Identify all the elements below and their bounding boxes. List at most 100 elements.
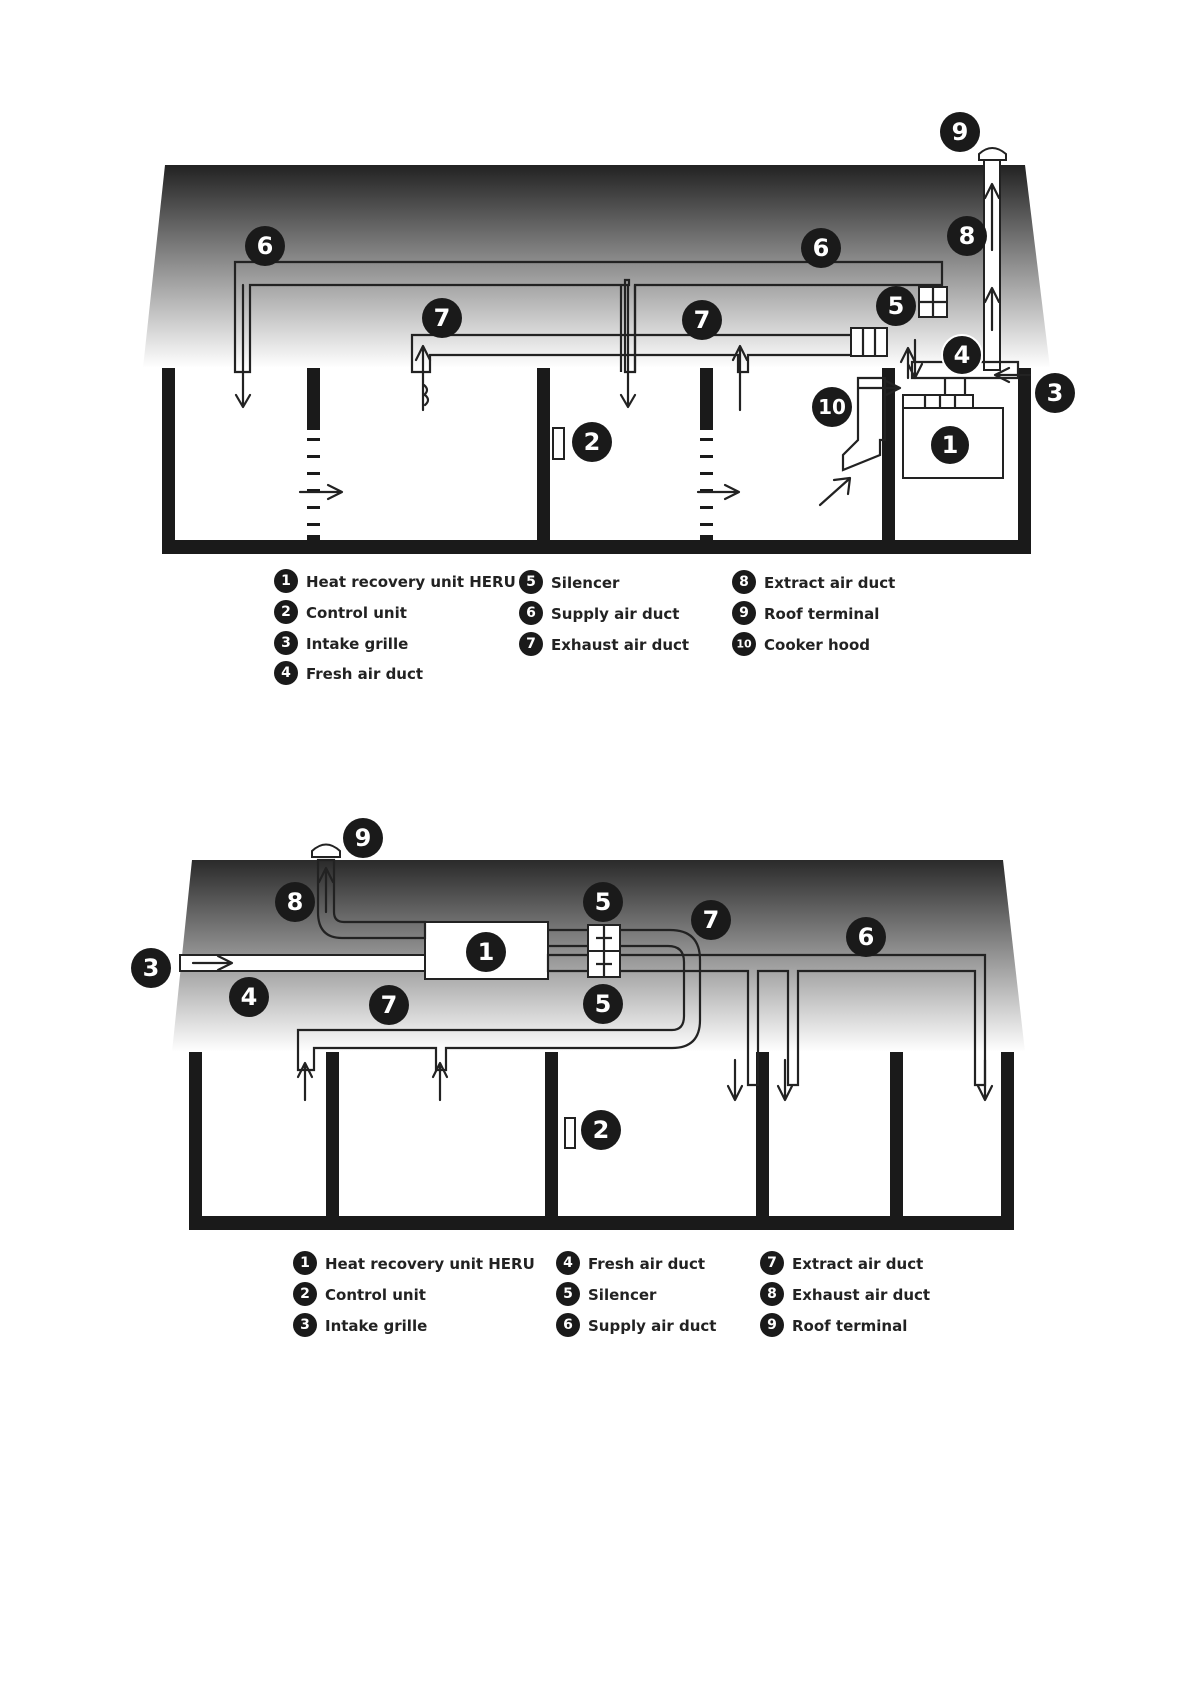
svg-text:Supply air duct: Supply air duct: [551, 605, 679, 623]
svg-text:Silencer: Silencer: [551, 574, 620, 592]
svg-text:4: 4: [281, 665, 291, 681]
top-walls: [162, 368, 1031, 554]
svg-text:4: 4: [563, 1255, 573, 1271]
bottom-extract-duct: [296, 928, 702, 1072]
svg-text:9: 9: [355, 824, 372, 852]
svg-text:5: 5: [526, 574, 536, 590]
svg-text:7: 7: [526, 636, 536, 652]
svg-text:1: 1: [300, 1255, 310, 1271]
bottom-callout-5b: 5: [583, 984, 623, 1024]
bottom-callout-6: 6: [846, 917, 886, 957]
svg-text:9: 9: [739, 605, 749, 621]
svg-text:3: 3: [300, 1317, 310, 1333]
top-legend-item-7: 7 Exhaust air duct: [519, 632, 689, 656]
top-callout-2: 2: [572, 422, 612, 462]
svg-text:Control unit: Control unit: [325, 1286, 426, 1304]
bottom-legend-item-4: 4 Fresh air duct: [556, 1251, 705, 1275]
svg-text:Silencer: Silencer: [588, 1286, 657, 1304]
top-legend-item-10: 10 Cooker hood: [732, 632, 870, 656]
bottom-legend: 1 Heat recovery unit HERU 2 Control unit 3…: [293, 1251, 930, 1337]
svg-text:5: 5: [563, 1286, 573, 1302]
svg-text:Cooker hood: Cooker hood: [764, 636, 870, 654]
top-callout-6b: 6: [801, 228, 841, 268]
svg-text:6: 6: [257, 232, 274, 260]
top-callout-9: 9: [940, 112, 980, 152]
svg-text:Extract air duct: Extract air duct: [792, 1255, 923, 1273]
bottom-callout-5a: 5: [583, 882, 623, 922]
svg-text:5: 5: [595, 990, 612, 1018]
svg-text:6: 6: [813, 234, 830, 262]
top-legend-item-8: 8 Extract air duct: [732, 570, 895, 594]
svg-text:Exhaust air duct: Exhaust air duct: [551, 636, 689, 654]
svg-text:5: 5: [595, 888, 612, 916]
svg-text:9: 9: [767, 1317, 777, 1333]
svg-text:Exhaust air duct: Exhaust air duct: [792, 1286, 930, 1304]
svg-text:5: 5: [888, 292, 905, 320]
bottom-supply-duct: [546, 953, 987, 1087]
svg-text:2: 2: [281, 604, 291, 620]
top-callout-1: 1: [929, 424, 971, 466]
svg-text:3: 3: [143, 954, 160, 982]
top-callout-5: 5: [876, 286, 916, 326]
bottom-walls: [189, 1052, 1014, 1230]
bottom-legend-item-3: 3 Intake grille: [293, 1313, 427, 1337]
svg-text:Heat recovery unit HERU: Heat recovery unit HERU: [325, 1255, 535, 1273]
bottom-control-unit: [564, 1117, 576, 1149]
svg-text:7: 7: [694, 306, 711, 334]
svg-text:7: 7: [434, 304, 451, 332]
bottom-callout-4: 4: [229, 977, 269, 1017]
bottom-legend-item-9: 9 Roof terminal: [760, 1313, 907, 1337]
svg-text:2: 2: [584, 428, 601, 456]
bottom-callout-1: 1: [466, 932, 506, 972]
svg-text:2: 2: [300, 1286, 310, 1302]
svg-text:10: 10: [818, 395, 846, 419]
top-callout-10: 10: [812, 387, 852, 427]
bottom-legend-item-5: 5 Silencer: [556, 1282, 657, 1306]
svg-text:Extract air duct: Extract air duct: [764, 574, 895, 592]
svg-text:8: 8: [959, 222, 976, 250]
bottom-roof-terminal: [311, 843, 341, 858]
bottom-callout-2: 2: [581, 1110, 621, 1150]
svg-text:1: 1: [281, 573, 291, 589]
svg-text:7: 7: [381, 991, 398, 1019]
svg-text:9: 9: [952, 118, 969, 146]
bottom-airflow-arrows: [191, 866, 994, 1102]
bottom-callouts: 1 2 3 4 5 5 6 7 7 8 9: [131, 818, 886, 1150]
svg-text:Fresh air duct: Fresh air duct: [306, 665, 423, 683]
svg-text:3: 3: [1047, 379, 1064, 407]
top-callout-8: 8: [947, 216, 987, 256]
svg-text:7: 7: [703, 906, 720, 934]
svg-text:Fresh air duct: Fresh air duct: [588, 1255, 705, 1273]
svg-text:10: 10: [736, 638, 752, 651]
top-supply-duct: [233, 260, 944, 374]
top-legend-item-6: 6 Supply air duct: [519, 601, 679, 625]
svg-text:6: 6: [526, 605, 536, 621]
top-callouts: 1 2 3 4 5 6 6 7 7 8 9 10: [245, 112, 1075, 466]
svg-text:4: 4: [241, 983, 258, 1011]
top-callout-7a: 7: [422, 298, 462, 338]
bottom-exhaust-duct: [316, 858, 427, 940]
bottom-callout-7b: 7: [369, 985, 409, 1025]
top-legend-item-1: 1 Heat recovery unit HERU: [274, 569, 516, 593]
svg-text:Roof terminal: Roof terminal: [792, 1317, 907, 1335]
svg-text:Intake grille: Intake grille: [325, 1317, 427, 1335]
top-callout-3: 3: [1035, 373, 1075, 413]
top-silencer-b: [850, 327, 888, 357]
svg-text:8: 8: [287, 888, 304, 916]
svg-text:8: 8: [739, 574, 749, 590]
bottom-callout-9: 9: [343, 818, 383, 858]
svg-text:8: 8: [767, 1286, 777, 1302]
top-callout-4: 4: [941, 334, 983, 376]
svg-text:6: 6: [858, 923, 875, 951]
svg-text:4: 4: [954, 341, 971, 369]
top-legend-item-5: 5 Silencer: [519, 570, 620, 594]
svg-text:Heat recovery unit HERU: Heat recovery unit HERU: [306, 573, 516, 591]
